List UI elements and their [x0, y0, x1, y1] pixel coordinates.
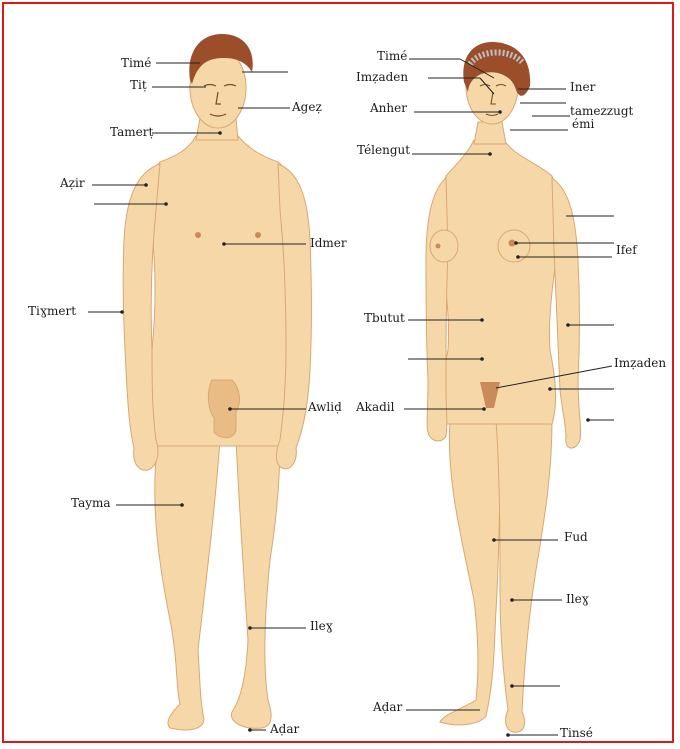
male-label-hair: Timé — [121, 56, 151, 70]
female-label-knee: Fud — [564, 530, 588, 544]
female-neck — [474, 122, 506, 144]
female-label-mouth: émi — [572, 117, 594, 131]
male-label-thigh: Tayma — [71, 496, 111, 510]
female-right-arm — [552, 178, 581, 448]
male-label-penis: Awliḍ — [308, 400, 342, 414]
female-label-neck: Télengut — [357, 143, 410, 157]
female-label-vulva: Akadil — [356, 400, 394, 414]
male-left-leg — [155, 440, 220, 730]
female-label-pubic-hair: Imẓaden — [614, 356, 666, 370]
male-label-chin: Tamerṭ — [110, 125, 153, 139]
female-label-cheek: tamezzugt — [570, 104, 633, 118]
male-label-ear: Ageẓ — [292, 100, 322, 114]
female-label-breast: Ifef — [616, 243, 637, 257]
female-label-navel: Tbutut — [364, 311, 405, 325]
female-label-eyebrow: Imẓaden — [356, 70, 408, 84]
female-torso — [439, 140, 558, 424]
female-label-foot: Aḍar — [373, 700, 402, 714]
female-breast-left — [430, 230, 458, 262]
female-label-nose: Anher — [370, 101, 407, 115]
female-label-eye: Iner — [570, 80, 595, 94]
female-left-leg — [440, 420, 500, 725]
male-label-shin: Ileɣ — [310, 619, 333, 633]
male-label-eye: Tiṭ — [130, 78, 147, 92]
male-label-shoulder: Aẓir — [60, 176, 85, 190]
female-label-hair: Timé — [377, 49, 407, 63]
female-label-shin: Ileɣ — [566, 592, 589, 606]
female-label-toe: Tinsé — [560, 726, 593, 740]
male-label-heel: Aḍar — [270, 722, 299, 736]
male-right-leg — [231, 440, 280, 728]
female-right-leg — [496, 420, 552, 732]
female-left-arm — [426, 178, 448, 441]
male-label-chest: Idmer — [310, 236, 347, 250]
female-figure — [426, 48, 581, 732]
male-label-wrist: Tiɣmert — [28, 304, 76, 318]
